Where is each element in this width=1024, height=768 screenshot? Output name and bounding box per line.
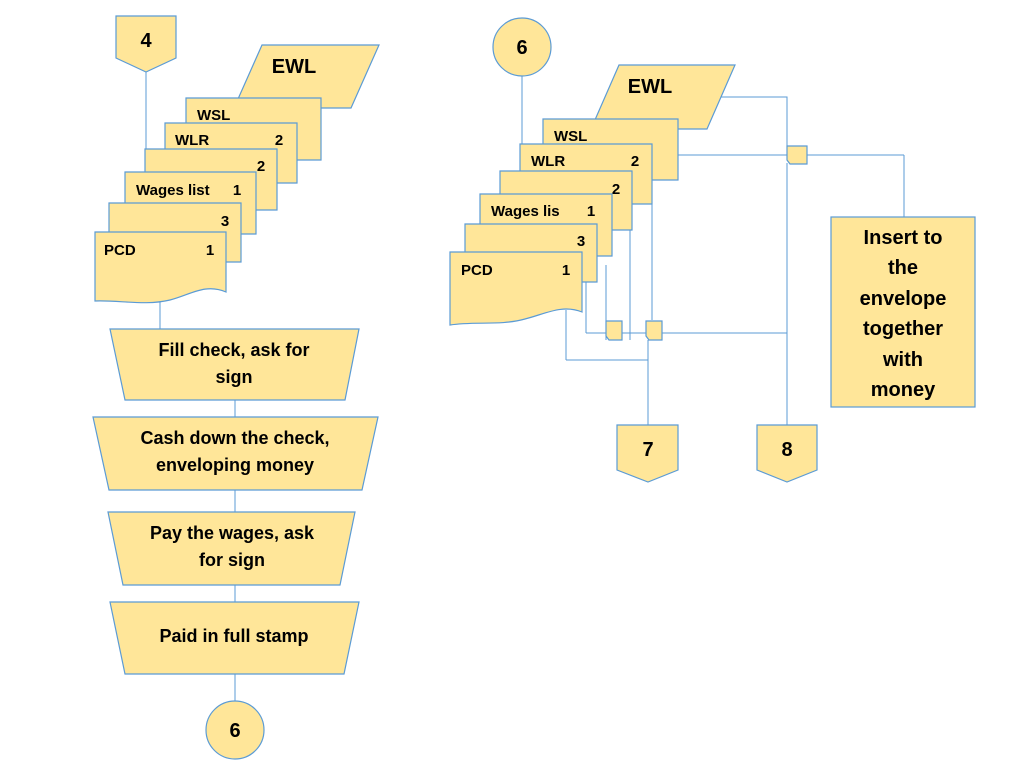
- step-text-line1: Pay the wages, ask: [150, 523, 315, 543]
- step-fill-check: Fill check, ask for sign: [109, 328, 360, 401]
- doc-number: 1: [206, 242, 214, 259]
- step-text-line1: Paid in full stamp: [159, 626, 308, 646]
- insert-line-5: with: [882, 349, 923, 371]
- connector-circle-6-end: 6: [205, 700, 265, 760]
- doc-number: 2: [612, 181, 620, 198]
- line-ewl-to-file: [715, 96, 788, 150]
- ewl-label: EWL: [628, 76, 672, 98]
- doc-label: WSL: [197, 107, 230, 124]
- connector-label: 7: [642, 439, 653, 461]
- connector-label: 8: [781, 439, 792, 461]
- left-flow: 4 EWL WSL WLR 2 2 Wages list 1 3: [92, 15, 380, 760]
- step-text-line1: Cash down the check,: [140, 428, 329, 448]
- insert-line-1: Insert to: [864, 227, 943, 249]
- connector-label: 6: [516, 37, 527, 59]
- doc-label: PCD: [461, 262, 493, 279]
- doc-number: 2: [631, 153, 639, 170]
- connector-circle-6-start: 6: [492, 17, 552, 77]
- doc-label: WLR: [175, 132, 209, 149]
- file-marker-top: [786, 145, 808, 165]
- doc-label: PCD: [104, 242, 136, 259]
- connector-label: 4: [140, 30, 152, 52]
- insert-line-6: money: [871, 379, 936, 401]
- doc-label: WLR: [531, 153, 565, 170]
- ewl-data-shape-right: EWL: [590, 64, 736, 130]
- offpage-connector-7: 7: [616, 424, 679, 483]
- step-text-line2: sign: [215, 367, 252, 387]
- connector-label: 6: [229, 720, 240, 742]
- step-text-line1: Fill check, ask for: [158, 340, 309, 360]
- file-marker-bottom-right: [645, 320, 663, 341]
- insert-line-3: envelope: [860, 288, 947, 310]
- doc-number: 3: [221, 213, 229, 230]
- doc-number: 3: [577, 233, 585, 250]
- doc-label: Wages lis: [491, 203, 560, 220]
- offpage-connector-8: 8: [756, 424, 818, 483]
- doc-number: 1: [587, 203, 595, 220]
- doc-label: Wages list: [136, 182, 210, 199]
- insert-line-4: together: [863, 318, 943, 340]
- right-flow: 6 EWL WSL WLR 2 2 Wages lis 1 3: [449, 17, 976, 483]
- insert-envelope-box: Insert to the envelope together with mon…: [830, 216, 976, 408]
- offpage-connector-4: 4: [115, 15, 177, 73]
- step-paid-in-full-stamp: Paid in full stamp: [109, 601, 360, 675]
- document-pcd: PCD 1: [94, 231, 227, 304]
- doc-number: 2: [275, 132, 283, 149]
- insert-line-2: the: [888, 257, 918, 279]
- document-pcd-right: PCD 1: [449, 251, 583, 326]
- step-cash-down-check: Cash down the check, enveloping money: [92, 416, 379, 491]
- ewl-label: EWL: [272, 56, 316, 78]
- step-text-line2: for sign: [199, 550, 265, 570]
- doc-number: 1: [562, 262, 570, 279]
- step-pay-wages: Pay the wages, ask for sign: [107, 511, 356, 586]
- doc-number: 1: [233, 182, 241, 199]
- doc-label: WSL: [554, 128, 587, 145]
- ewl-data-shape: EWL: [233, 44, 380, 109]
- file-marker-bottom-left: [605, 320, 623, 341]
- step-text-line2: enveloping money: [156, 455, 314, 475]
- doc-number: 2: [257, 158, 265, 175]
